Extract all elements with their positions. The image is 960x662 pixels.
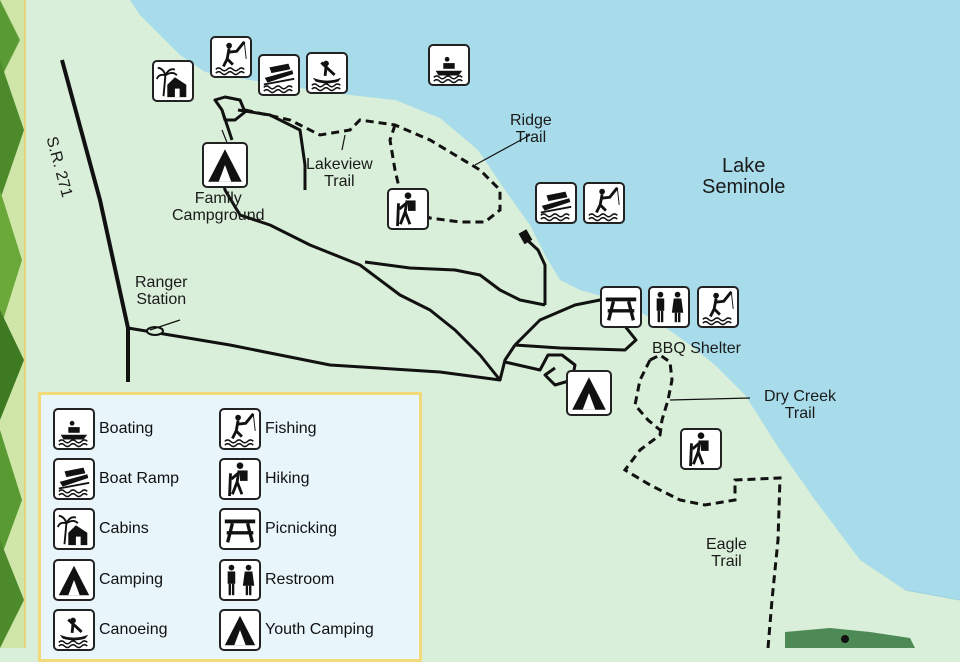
legend-label: Restroom bbox=[265, 571, 335, 588]
picnicking-pictogram bbox=[224, 519, 256, 543]
building bbox=[785, 628, 915, 648]
legend-label: Youth Camping bbox=[265, 621, 374, 638]
fishing-icon[interactable] bbox=[210, 36, 252, 78]
boat-ramp-icon[interactable] bbox=[535, 182, 577, 224]
legend-item: Boating bbox=[53, 407, 153, 451]
legend-item: Restroom bbox=[219, 558, 334, 602]
legend-label: Picnicking bbox=[265, 520, 338, 537]
boat-ramp-pictogram bbox=[263, 63, 295, 94]
boating-icon bbox=[53, 408, 95, 450]
dry-creek-trail-path bbox=[622, 353, 782, 648]
legend-item: Cabins bbox=[53, 507, 149, 551]
ridge-trail-path bbox=[244, 108, 502, 224]
legend-item: Fishing bbox=[219, 407, 317, 451]
legend-label: Hiking bbox=[265, 470, 310, 487]
fishing-pictogram bbox=[702, 290, 734, 326]
fishing-pictogram bbox=[215, 40, 247, 76]
fishing-icon[interactable] bbox=[583, 182, 625, 224]
cabins-pictogram bbox=[155, 66, 187, 98]
restroom-pictogram bbox=[227, 564, 255, 596]
legend-label: Boating bbox=[99, 420, 154, 437]
lake-seminole-water bbox=[130, 0, 960, 600]
boating-pictogram bbox=[58, 420, 88, 448]
picnicking-icon[interactable] bbox=[600, 286, 642, 328]
camping-icon[interactable] bbox=[202, 142, 248, 188]
canoeing-icon bbox=[53, 609, 95, 651]
legend-label: Camping bbox=[99, 571, 164, 588]
hiking-trails bbox=[244, 108, 782, 648]
boat-ramp-pictogram bbox=[58, 467, 90, 498]
hiking-pictogram bbox=[396, 192, 416, 227]
cabins-icon bbox=[53, 508, 95, 550]
fishing-icon bbox=[219, 408, 261, 450]
youth-camping-pictogram bbox=[224, 615, 256, 646]
youth-camping-pictogram bbox=[572, 377, 606, 410]
building-dot bbox=[841, 635, 849, 643]
hiking-icon bbox=[219, 458, 261, 500]
legend-label: Boat Ramp bbox=[99, 470, 180, 487]
boating-pictogram bbox=[433, 56, 463, 84]
legend-label: Canoeing bbox=[99, 621, 168, 638]
boat-ramp-icon bbox=[53, 458, 95, 500]
shore-edge bbox=[904, 589, 960, 601]
hiking-icon[interactable] bbox=[680, 428, 722, 470]
map-legend: Boating Boat Ramp Cabins Camping Canoein… bbox=[38, 392, 422, 662]
sr-271-road bbox=[60, 59, 130, 382]
youth-camping-icon bbox=[219, 609, 261, 651]
fishing-icon[interactable] bbox=[697, 286, 739, 328]
boating-icon[interactable] bbox=[428, 44, 470, 86]
youth-camping-icon[interactable] bbox=[566, 370, 612, 416]
cabins-pictogram bbox=[56, 514, 88, 546]
restroom-icon bbox=[219, 559, 261, 601]
camping-icon bbox=[53, 559, 95, 601]
fishing-pictogram bbox=[224, 412, 256, 448]
legend-item: Hiking bbox=[219, 457, 309, 501]
picnicking-icon bbox=[219, 508, 261, 550]
park-map bbox=[60, 0, 960, 648]
hiking-pictogram bbox=[689, 432, 709, 467]
legend-item: Picnicking bbox=[219, 507, 337, 551]
park-roads bbox=[127, 95, 638, 387]
legend-item: Canoeing bbox=[53, 608, 168, 652]
canoeing-pictogram bbox=[58, 617, 89, 649]
camping-pictogram bbox=[58, 565, 90, 596]
boat-ramp-pictogram bbox=[540, 191, 572, 222]
ranger-station-marker bbox=[146, 326, 164, 336]
restroom-icon[interactable] bbox=[648, 286, 690, 328]
canoeing-icon[interactable] bbox=[306, 52, 348, 94]
canoeing-pictogram bbox=[311, 60, 342, 92]
fishing-pictogram bbox=[588, 186, 620, 222]
camping-pictogram bbox=[208, 149, 242, 182]
boat-ramp-marker bbox=[518, 229, 533, 245]
legend-item: Youth Camping bbox=[219, 608, 374, 652]
lakeview-trail-loop bbox=[388, 124, 404, 201]
palm-frond-border bbox=[0, 0, 26, 648]
legend-item: Camping bbox=[53, 558, 163, 602]
bbq-shelter-label: BBQ Shelter bbox=[652, 340, 741, 357]
restroom-pictogram bbox=[656, 291, 684, 323]
hiking-icon[interactable] bbox=[387, 188, 429, 230]
picnicking-pictogram bbox=[605, 297, 637, 321]
legend-item: Boat Ramp bbox=[53, 457, 179, 501]
dry-creek-loop bbox=[633, 359, 661, 432]
cabins-icon[interactable] bbox=[152, 60, 194, 102]
legend-label: Cabins bbox=[99, 520, 149, 537]
boat-ramp-icon[interactable] bbox=[258, 54, 300, 96]
hiking-pictogram bbox=[228, 462, 248, 497]
legend-label: Fishing bbox=[265, 420, 317, 437]
